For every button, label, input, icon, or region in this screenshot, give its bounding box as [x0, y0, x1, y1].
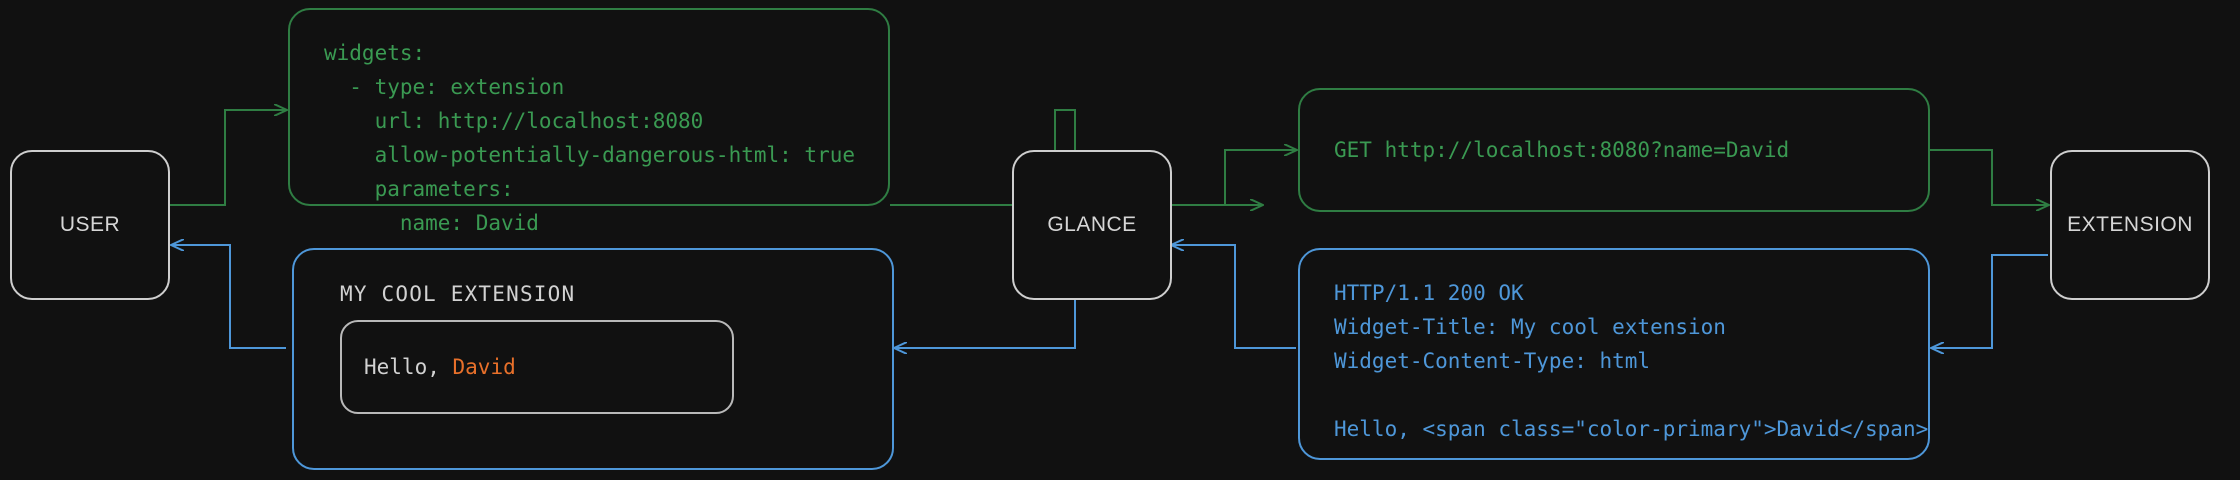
widget-greeting-prefix: Hello, [364, 355, 453, 379]
wire-extension-to-response [1932, 254, 2048, 348]
widget-greeting-name: David [452, 355, 516, 379]
node-glance-label: GLANCE [1047, 213, 1137, 236]
node-glance[interactable]: GLANCE [1012, 150, 1172, 300]
node-extension[interactable]: EXTENSION [2050, 150, 2210, 300]
node-user-label: USER [59, 213, 121, 236]
wire-request-to-extension [1930, 149, 2048, 205]
message-config-yaml: widgets: - type: extension url: http://l… [288, 8, 890, 235]
widget-content-card: Hello, David [340, 320, 734, 414]
node-user[interactable]: USER [10, 150, 170, 300]
http-response-text: HTTP/1.1 200 OK Widget-Title: My cool ex… [1334, 281, 1929, 442]
wire-user-to-config [170, 110, 286, 206]
message-http-response: HTTP/1.1 200 OK Widget-Title: My cool ex… [1298, 248, 1930, 460]
http-request-text: GET http://localhost:8080?name=David [1334, 137, 1790, 162]
wire-widget-to-user [172, 245, 286, 349]
message-http-request: GET http://localhost:8080?name=David [1298, 88, 1930, 212]
wire-response-to-glance [1172, 245, 1296, 349]
config-yaml-text: widgets: - type: extension url: http://l… [324, 41, 856, 236]
widget-title: MY COOL EXTENSION [340, 282, 576, 306]
rendered-widget-panel: MY COOL EXTENSION Hello, David [292, 248, 894, 470]
node-extension-label: EXTENSION [2067, 213, 2193, 236]
wire-glance-to-request [1172, 150, 1296, 206]
